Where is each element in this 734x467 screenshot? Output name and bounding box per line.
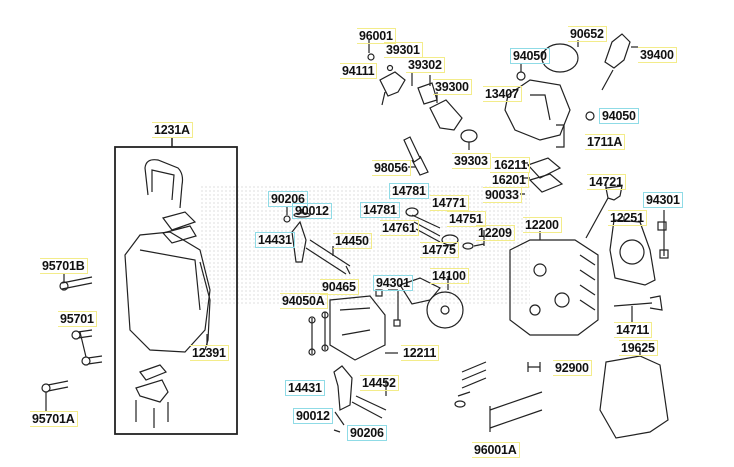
gasket-16201-part [528, 173, 564, 193]
part-label-14431-top: 14431 [255, 232, 295, 248]
part-label-92900: 92900 [553, 360, 592, 376]
part-label-14431-bottom: 14431 [285, 380, 325, 396]
part-label-94301-mid: 94301 [373, 275, 413, 291]
part-label-94050A: 94050A [280, 293, 328, 309]
cover-bolts-part [135, 400, 169, 428]
part-label-90206-bottom: 90206 [347, 425, 387, 441]
dowel-pin-part [657, 221, 667, 231]
part-label-39301: 39301 [384, 42, 423, 58]
valve-cover-part [124, 231, 211, 353]
part-label-16201: 16201 [490, 172, 529, 188]
part-label-19625: 19625 [619, 340, 658, 356]
part-label-94301-right: 94301 [643, 192, 683, 208]
part-label-14721: 14721 [587, 174, 626, 190]
part-label-14751: 14751 [447, 211, 486, 227]
cam-holder-part [329, 295, 386, 361]
part-label-14450: 14450 [333, 233, 372, 249]
o-ring-39303-part [460, 129, 478, 143]
part-label-95701B: 95701B [40, 258, 88, 274]
injector-39300-part [429, 99, 463, 131]
part-label-94050-top: 94050 [510, 48, 550, 64]
stud-bolts-part [489, 391, 543, 432]
part-label-90012-top: 90012 [292, 203, 332, 219]
part-label-14781-a: 14781 [389, 183, 429, 199]
part-label-96001A: 96001A [472, 442, 520, 458]
part-label-12211: 12211 [401, 345, 440, 361]
rocker-shaft-upper-part [305, 239, 351, 275]
cam-sprocket-part [426, 291, 464, 329]
rocker-arm-lower-part [333, 365, 353, 411]
part-label-14775: 14775 [420, 242, 459, 258]
spring-retainer-part [441, 234, 459, 246]
part-label-94111: 94111 [340, 63, 378, 79]
sensor-39400-part [601, 33, 631, 91]
part-label-39303: 39303 [452, 153, 491, 169]
part-label-14761: 14761 [380, 220, 419, 236]
camshaft-part [399, 277, 441, 305]
part-label-14100: 14100 [430, 268, 469, 284]
part-label-96001: 96001 [357, 28, 396, 44]
part-label-1231A: 1231A [152, 122, 193, 138]
cover-gasket-19625-part [599, 355, 669, 439]
rocker-arm-upper-part [291, 220, 307, 263]
valve-spring-lower-part [457, 361, 487, 397]
part-label-90206-top: 90206 [268, 191, 308, 207]
intake-manifold-part [504, 79, 571, 141]
part-label-90465: 90465 [320, 279, 359, 295]
part-label-95701: 95701 [58, 311, 97, 327]
part-label-14711: 14711 [614, 322, 653, 338]
rocker-shaft-lower-part [351, 395, 387, 419]
cylinder-head-part [509, 239, 599, 336]
part-label-14771: 14771 [430, 195, 469, 211]
part-label-12251: 12251 [608, 210, 647, 226]
part-label-16211: 16211 [492, 157, 531, 173]
part-label-12391: 12391 [190, 345, 229, 361]
part-label-90012-bottom: 90012 [293, 408, 333, 424]
part-label-90033: 90033 [483, 187, 522, 203]
tube-gasket-part [161, 211, 197, 244]
part-label-94050-right: 94050 [599, 108, 639, 124]
part-label-95701A: 95701A [30, 411, 78, 427]
cover-plate-part [135, 364, 169, 403]
part-label-90652: 90652 [568, 26, 607, 42]
head-gasket-part [609, 219, 656, 286]
part-label-13407: 13407 [483, 86, 522, 102]
part-label-12200: 12200 [523, 217, 562, 233]
part-label-98056: 98056 [372, 160, 411, 176]
breather-tube-part [144, 159, 184, 209]
part-label-39302: 39302 [406, 57, 445, 73]
exhaust-valve-part [613, 295, 663, 311]
part-label-1711A: 1711A [585, 134, 626, 150]
part-label-12209: 12209 [476, 225, 515, 241]
part-label-14452: 14452 [360, 375, 399, 391]
valve-cover-kit-frame [114, 146, 238, 435]
gasket-16211-part [526, 157, 562, 179]
dowel-92900-part [527, 362, 541, 372]
hose-clamp-part [541, 43, 579, 73]
part-label-39400: 39400 [638, 47, 677, 63]
fitting-39301-part [379, 71, 406, 106]
part-label-39300: 39300 [433, 79, 472, 95]
part-label-14781-b: 14781 [360, 202, 400, 218]
